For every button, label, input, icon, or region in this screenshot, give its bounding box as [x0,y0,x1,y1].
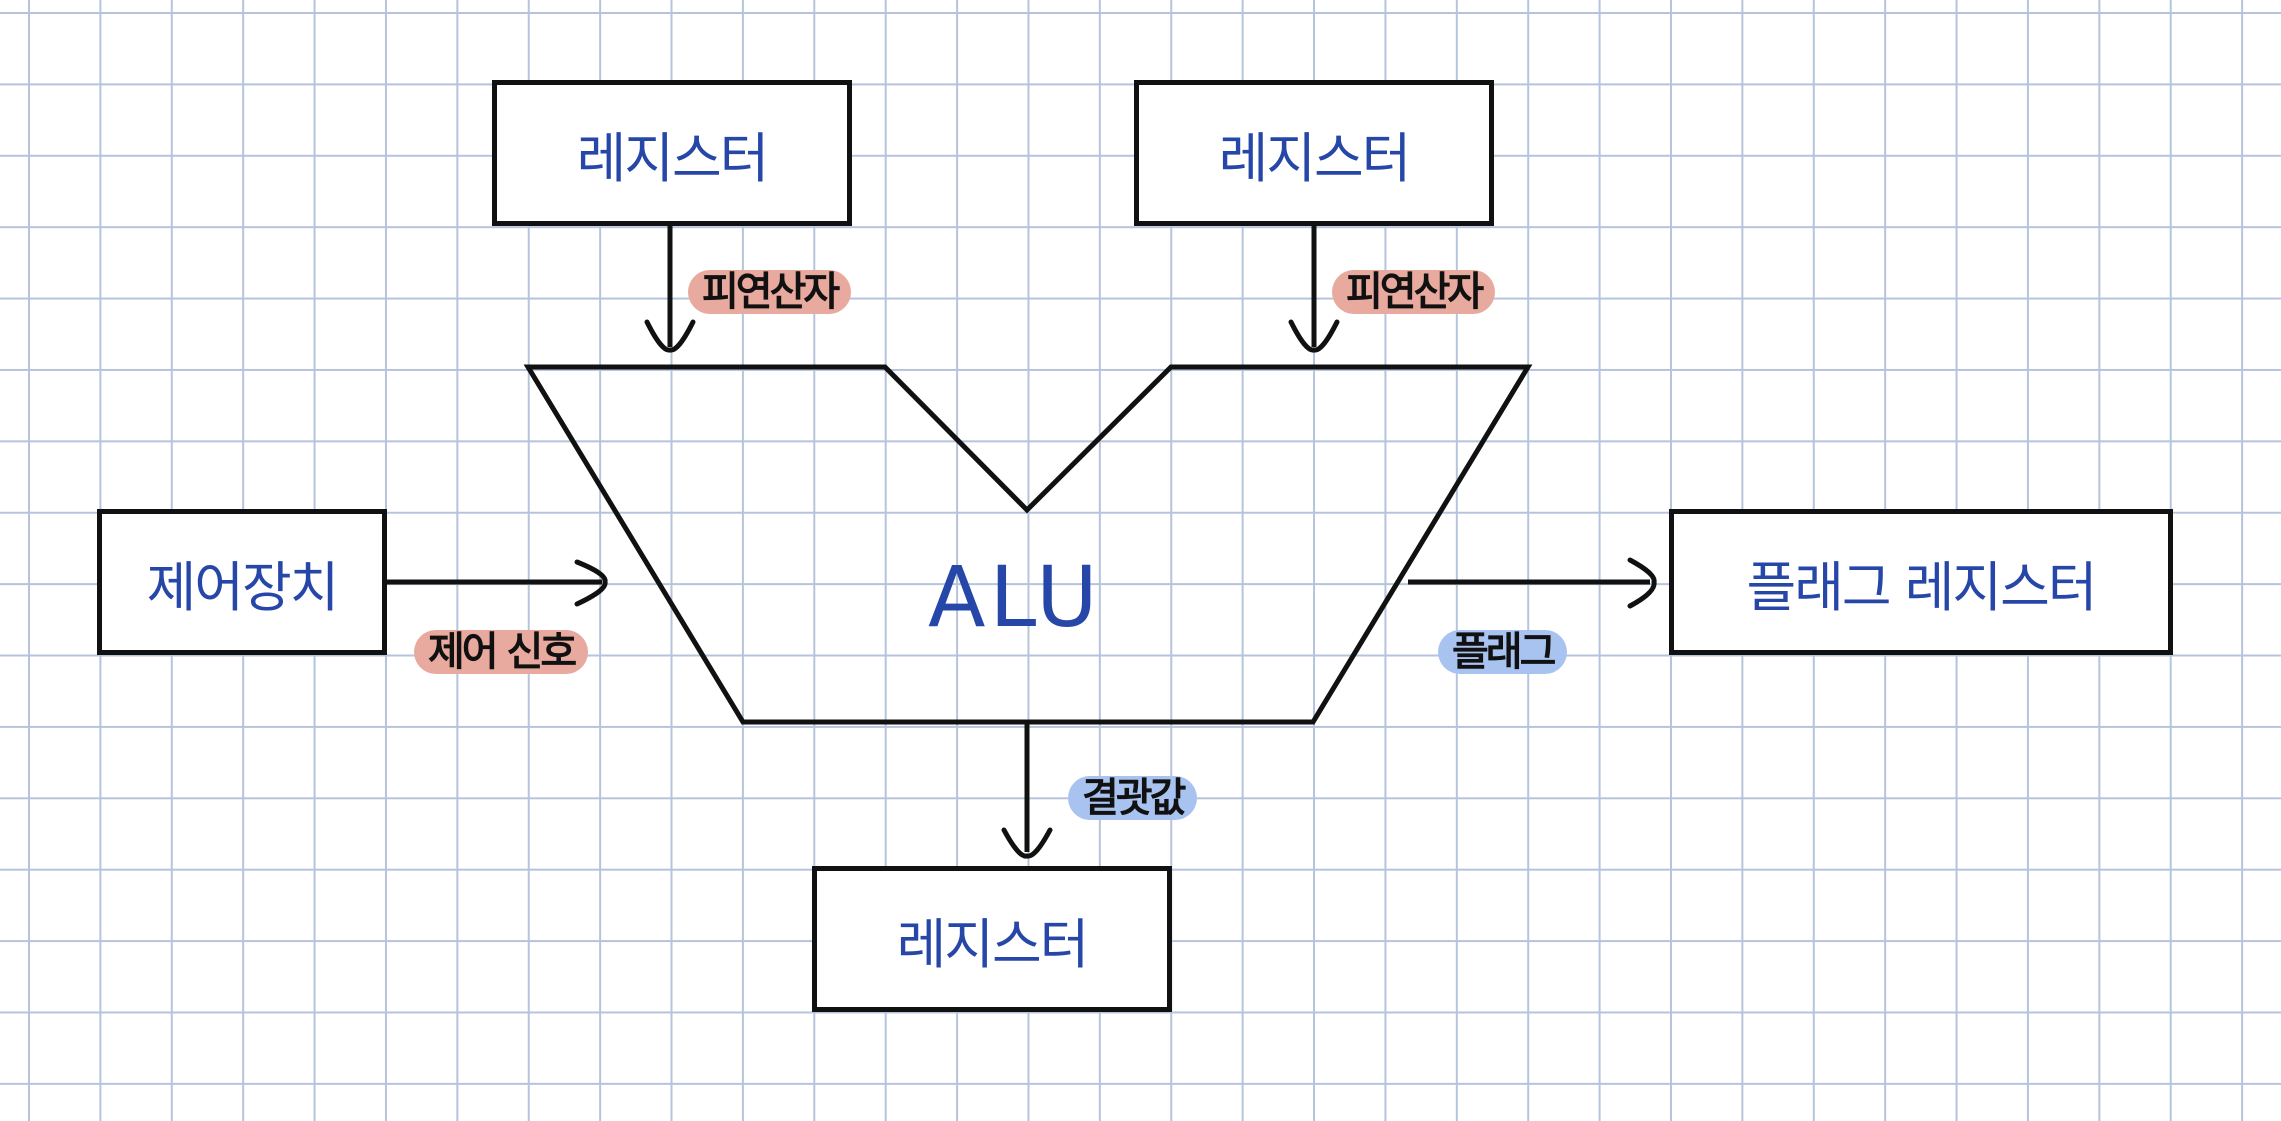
arrowhead-result [1001,827,1053,859]
flag-label: 플래그 [1438,630,1568,674]
register-box-top-left: 레지스터 [492,80,852,226]
operand-left-label: 피연산자 [688,270,852,314]
register-box-top-left-label: 레지스터 [576,126,770,190]
result-label: 결괏값 [1068,776,1198,820]
register-box-bottom: 레지스터 [812,866,1172,1012]
register-box-top-right-label: 레지스터 [1218,126,1412,190]
flag-register-box: 플래그 레지스터 [1669,509,2173,655]
alu-label: ALU [928,548,1102,646]
control-signal-label: 제어 신호 [414,630,589,674]
arrowhead-operand-left [644,319,696,353]
arrowhead-operand-right [1288,319,1340,353]
arrowhead-control-signal [574,559,608,607]
arrowhead-flag [1627,557,1657,609]
register-box-bottom-label: 레지스터 [896,912,1090,976]
control-unit-box: 제어장치 [97,509,387,655]
flag-register-label: 플래그 레지스터 [1746,555,2098,619]
register-box-top-right: 레지스터 [1134,80,1494,226]
alu-shape [523,364,1533,725]
control-unit-label: 제어장치 [146,555,340,619]
operand-right-label: 피연산자 [1332,270,1496,314]
